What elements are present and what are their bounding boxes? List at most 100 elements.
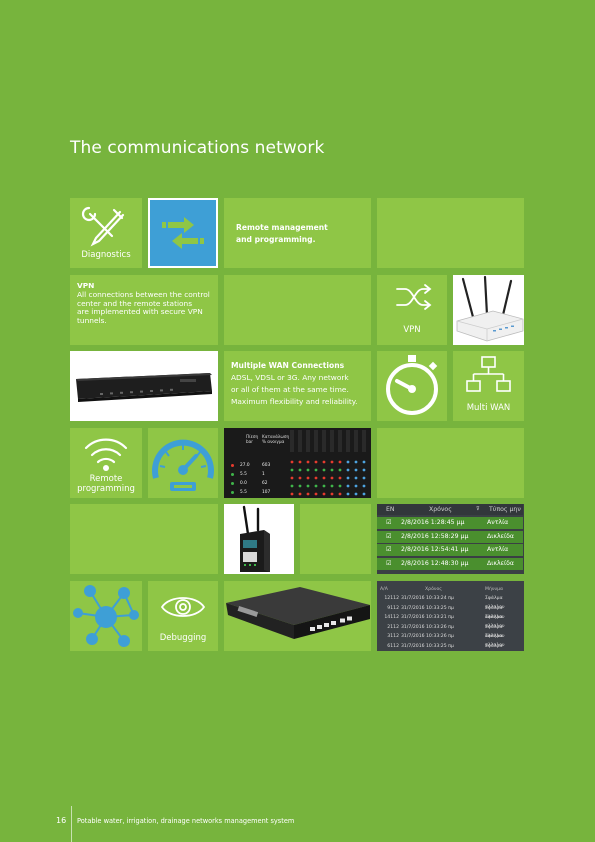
column-header xyxy=(314,430,318,452)
network-hub-tile xyxy=(70,581,142,651)
event-type: Αντλία xyxy=(487,519,509,526)
event-time: 2/8/2016 12:54:41 μμ xyxy=(401,546,469,553)
event-type: Αντλία xyxy=(487,546,509,553)
stopwatch-tile xyxy=(377,351,447,421)
status-dot xyxy=(314,484,318,488)
status-dot xyxy=(306,468,310,472)
diagnostics-label: Diagnostics xyxy=(81,250,131,260)
status-dot xyxy=(362,476,366,480)
remote-programming-line2: programming xyxy=(77,484,135,494)
status-dot xyxy=(314,460,318,464)
vpn-body-line4: tunnels. xyxy=(77,316,107,326)
footer-text: Potable water, irrigation, drainage netw… xyxy=(77,817,295,825)
remote-programming-tile: Remote programming xyxy=(70,428,142,498)
status-dot xyxy=(306,492,310,496)
err-time: 31/7/2016 10:33:26 πμ xyxy=(401,634,454,639)
err-msg: Σφάλμα αλληλου xyxy=(485,634,505,648)
status-dot xyxy=(330,476,334,480)
event-header-en: EN xyxy=(386,506,395,513)
event-type: Δικλείδα xyxy=(487,532,514,540)
column-header xyxy=(298,430,302,452)
wifi-icon xyxy=(84,438,128,471)
status-dot xyxy=(298,476,302,480)
vpn-body-line1: All connections between the control xyxy=(77,289,210,299)
err-time: 31/7/2016 10:33:25 πμ xyxy=(401,643,454,649)
status-dot xyxy=(298,468,302,472)
status-dot xyxy=(346,492,350,496)
vpn-label: VPN xyxy=(403,325,421,335)
status-dot xyxy=(231,482,234,485)
err-id: 9112 xyxy=(387,605,399,611)
status-dot xyxy=(314,476,318,480)
status-dot xyxy=(354,460,358,464)
event-type: Δικλείδα xyxy=(487,559,514,567)
draytek-router-tile xyxy=(224,581,371,651)
status-dot xyxy=(306,484,310,488)
status-dot xyxy=(330,468,334,472)
table-row[interactable]: ☑ 2/8/2016 12:48:30 μμ Δικλείδα xyxy=(377,557,523,570)
err-id: 12112 xyxy=(384,596,399,601)
remote-management-line2: and programming. xyxy=(236,235,316,244)
event-time: 2/8/2016 1:28:45 μμ xyxy=(401,519,465,526)
error-header-id: A/A xyxy=(380,587,388,592)
status-dot xyxy=(231,464,234,467)
err-time: 31/7/2016 10:33:26 πμ xyxy=(401,624,454,630)
status-dot xyxy=(330,492,334,496)
multi-wan-label: Multi WAN xyxy=(466,403,511,413)
event-table-tile: EN Χρόνος ⊽ Τύπος μην ☑2/8/2016 1:28:45 … xyxy=(377,504,524,574)
status-dot xyxy=(231,491,234,494)
column-header xyxy=(330,430,334,452)
vpn-body-line3: are implemented with secure VPN xyxy=(77,307,203,317)
table-row[interactable]: ☑ 2/8/2016 12:54:41 μμ Αντλία xyxy=(377,544,523,556)
empty-tile-2 xyxy=(224,275,371,345)
status-dot xyxy=(306,476,310,480)
eye-icon xyxy=(160,597,206,617)
gauge-tile xyxy=(148,428,218,498)
checkbox-icon[interactable]: ☑ xyxy=(386,519,392,526)
checkbox-icon[interactable]: ☑ xyxy=(386,532,392,540)
status-dot xyxy=(290,492,294,496)
checkbox-icon[interactable]: ☑ xyxy=(386,559,392,567)
debugging-label: Debugging xyxy=(159,633,207,643)
status-dot xyxy=(346,460,350,464)
switch-photo-tile xyxy=(70,351,218,421)
status-dot xyxy=(290,468,294,472)
checkbox-icon[interactable]: ☑ xyxy=(386,546,392,553)
table-row[interactable]: ☑ 2/8/2016 12:58:29 μμ Δικλείδα xyxy=(377,530,523,543)
screen-value: 27.0 xyxy=(240,463,250,468)
wan-body-line1: ADSL, VDSL or 3G. Any network xyxy=(231,373,349,382)
column-header xyxy=(306,430,310,452)
empty-tile-5 xyxy=(300,504,371,574)
multi-wan-tile: Multi WAN xyxy=(453,351,524,421)
event-time: 2/8/2016 12:58:29 μμ xyxy=(401,532,469,540)
speedometer-icon xyxy=(152,439,214,491)
debugging-tile: Debugging xyxy=(148,581,218,651)
err-time: 31/7/2016 10:33:21 πμ xyxy=(401,615,454,620)
status-dot xyxy=(322,484,326,488)
err-msg: Σφάλμα αλληλου xyxy=(485,643,503,649)
table-row[interactable]: ☑ 2/8/2016 1:28:45 μμ Αντλία xyxy=(377,517,523,529)
remote-programming-line1: Remote xyxy=(89,474,123,484)
event-time: 2/8/2016 12:48:30 μμ xyxy=(401,559,469,567)
status-dot xyxy=(322,468,326,472)
column-header xyxy=(354,430,358,452)
status-dot xyxy=(314,492,318,496)
screen-value: 5.5 xyxy=(240,472,247,477)
err-msg: Σφάλμα αλληλου xyxy=(485,615,505,629)
vpn-tile: VPN xyxy=(377,275,447,345)
status-dot xyxy=(354,484,358,488)
column-header xyxy=(290,430,294,452)
industrial-router-image xyxy=(240,505,270,572)
column-header xyxy=(346,430,350,452)
status-dot xyxy=(338,468,342,472)
status-dot xyxy=(362,468,366,472)
status-dot xyxy=(306,460,310,464)
